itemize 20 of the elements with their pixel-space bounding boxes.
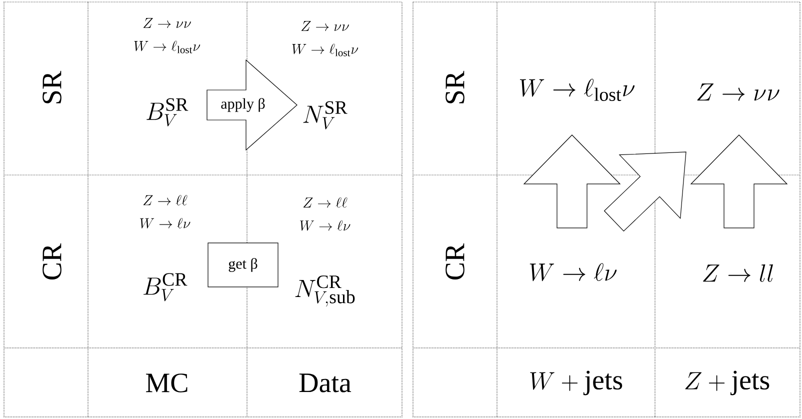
edge-label: apply β <box>220 97 266 113</box>
formula-text: $Z \to \nu\nu$ $W \to \ell_{\mathrm{lost}}\nu$ $B_V^{\mathrm{SR}}$ <box>134 18 200 126</box>
formula-text: $Z \to ll$ <box>703 264 773 282</box>
formula-text: $Z \to \nu\nu$ <box>697 84 780 101</box>
row-header: SR <box>446 70 464 104</box>
formula-text: $W \to \ell_{\mathrm{lost}}\nu$ <box>520 78 635 101</box>
formula-text: $Z \to \ell\ell$ $W \to \ell\nu$ $N_{V,\mathrm{sub}}^{\mathrm{CR}}$ <box>295 197 355 306</box>
label-box: get β <box>208 242 278 288</box>
column-header: $W + \mathrm{jets}$ <box>530 370 622 396</box>
column-header: MC <box>146 374 188 392</box>
formula-text: $Z \to \ell\ell$ $W \to \ell\nu$ $B_V^{\mathrm{CR}}$ <box>140 195 190 302</box>
column-header: $Z + \mathrm{jets}$ <box>685 370 770 396</box>
row-header: CR <box>42 243 62 280</box>
row-header: SR <box>42 70 62 104</box>
column-header: Data <box>299 374 352 392</box>
block-arrow <box>523 134 621 228</box>
block-arrow <box>690 134 788 228</box>
formula-text: $Z \to \nu\nu$ $W \to \ell_{\mathrm{lost}}\nu$ $N_V^{\mathrm{SR}}$ <box>292 21 358 130</box>
row-header: CR <box>446 243 464 280</box>
formula-text: $W \to \ell\nu$ <box>530 263 617 282</box>
